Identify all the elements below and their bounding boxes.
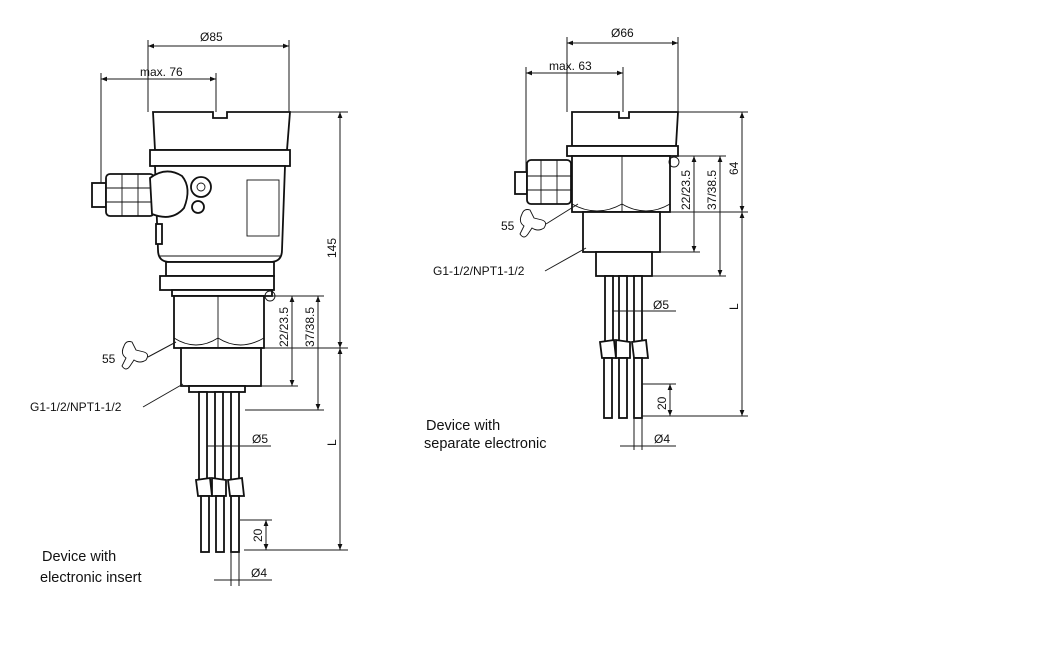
left-dim-dia-housing: Ø85 [200, 30, 223, 44]
left-dim-thread: G1-1/2/NPT1-1/2 [30, 400, 122, 414]
left-dim-thread-length: 22/23.5 [277, 307, 291, 347]
right-housing-band [566, 145, 679, 157]
right-hex-nut [571, 155, 671, 213]
left-dim-total-height: 145 [325, 238, 339, 258]
left-fork-tines [194, 391, 246, 553]
right-dim-max-width: max. 63 [549, 59, 592, 73]
left-housing-band [149, 149, 291, 167]
left-wrench-icon [121, 341, 149, 370]
right-dim-wrench: 55 [501, 219, 515, 233]
left-dim-length: L [325, 439, 339, 446]
right-caption-line2: separate electronic [424, 436, 547, 452]
left-display-window [246, 179, 280, 237]
right-dim-thread: G1-1/2/NPT1-1/2 [433, 264, 525, 278]
left-dim-tip-dia: Ø4 [251, 566, 267, 580]
right-dim-tip-dia: Ø4 [654, 432, 670, 446]
left-ground-screw [190, 176, 212, 198]
left-caption-line1: Device with [42, 549, 116, 565]
right-fork-tines [598, 275, 650, 419]
left-housing-lid [152, 111, 291, 151]
left-dim-max-width: max. 76 [140, 65, 183, 79]
left-neck [165, 261, 275, 277]
left-dim-tip-length: 20 [251, 528, 265, 542]
left-caption-line2: electronic insert [40, 570, 142, 586]
right-dim-hex-length: 37/38.5 [705, 170, 719, 210]
right-wrench-icon [519, 209, 547, 238]
right-dim-length: L [727, 303, 741, 310]
right-dim-housing-height: 64 [727, 161, 741, 175]
right-dim-dia-housing: Ø66 [611, 26, 634, 40]
right-cable-gland [514, 159, 572, 205]
left-dim-hex-length: 37/38.5 [303, 307, 317, 347]
left-dim-fork-dia: Ø5 [252, 432, 268, 446]
right-device: Ø66 max. 63 64 L 22/23.5 37/38.5 55 G1-1… [424, 26, 748, 452]
right-dim-tip-length: 20 [655, 396, 669, 410]
left-device: Ø85 max. 76 145 L 22/23.5 37/38.5 55 G1-… [30, 30, 348, 586]
right-dim-fork-dia: Ø5 [653, 298, 669, 312]
left-thread [180, 347, 262, 387]
right-housing-lid [571, 111, 679, 147]
right-caption-line1: Device with [426, 418, 500, 434]
right-dim-thread-length: 22/23.5 [679, 170, 693, 210]
right-thread [582, 211, 661, 253]
left-hex-nut [173, 295, 265, 349]
left-dim-wrench: 55 [102, 352, 116, 366]
